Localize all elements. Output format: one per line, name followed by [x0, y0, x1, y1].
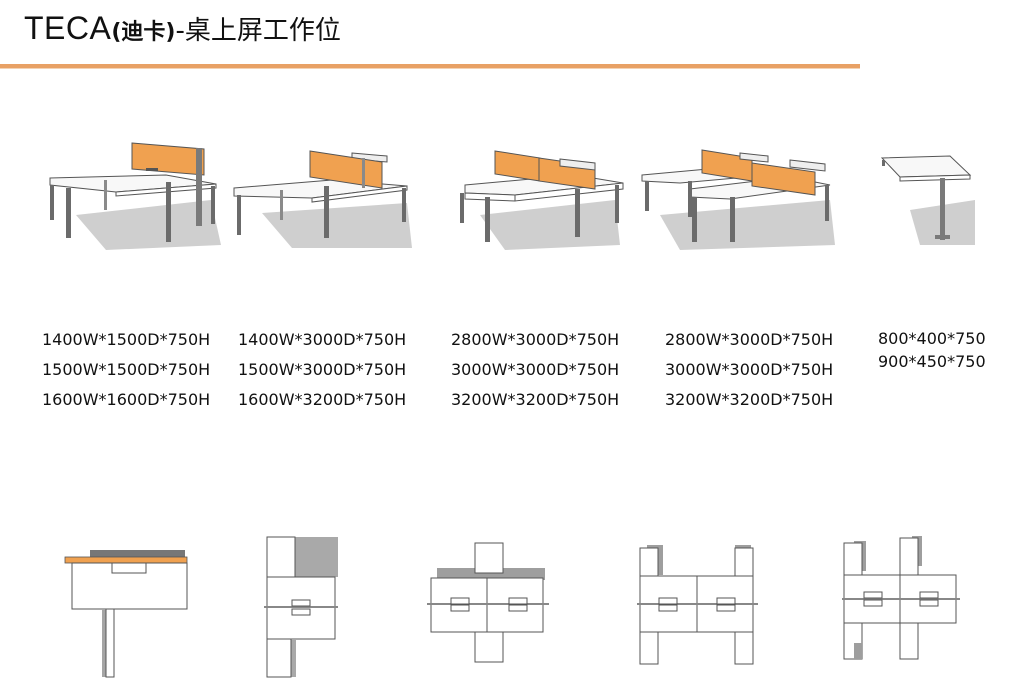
plan-view-4 [637, 545, 758, 665]
size-option: 1400W*3000D*750H [238, 330, 407, 349]
plan-view-2 [264, 536, 338, 678]
size-list-1: 1400W*1500D*750H 1500W*1500D*750H 1600W*… [42, 325, 210, 415]
size-option: 3000W*3000D*750H [451, 360, 620, 379]
size-option: 3200W*3200D*750H [451, 390, 620, 409]
size-option: 2800W*3000D*750H [665, 330, 834, 349]
plan-view-1 [64, 550, 188, 678]
size-option: 1500W*1500D*750H [42, 360, 211, 379]
size-list-3: 2800W*3000D*750H 3000W*3000D*750H 3200W*… [451, 325, 619, 415]
desk-render-l-double [233, 150, 412, 248]
size-option: 900*450*750 [878, 352, 986, 371]
size-option: 3000W*3000D*750H [665, 360, 834, 379]
title-divider [0, 64, 860, 68]
size-option: 3200W*3200D*750H [665, 390, 834, 409]
side-table-render [880, 155, 975, 245]
size-option: 1400W*1500D*750H [42, 330, 211, 349]
desk-render-cluster-staggered [641, 149, 835, 250]
size-list-5: 800*400*750 900*450*750 [878, 327, 986, 373]
desk-render-l-single [49, 142, 221, 250]
plan-view-5 [842, 536, 960, 660]
size-option: 1600W*1600D*750H [42, 390, 211, 409]
size-option: 800*400*750 [878, 329, 986, 348]
size-option: 1500W*3000D*750H [238, 360, 407, 379]
title-product-type: -桌上屏工作位 [175, 16, 341, 46]
size-option: 1600W*3200D*750H [238, 390, 407, 409]
size-list-4: 2800W*3000D*750H 3000W*3000D*750H 3200W*… [665, 325, 833, 415]
title-divider-shadow [0, 68, 860, 69]
title-chinese-brand: (迪卡) [111, 20, 176, 45]
desk-render-cluster-four [460, 150, 624, 250]
title-brand: TECA [24, 10, 112, 46]
plan-view-3 [427, 542, 549, 663]
size-list-2: 1400W*3000D*750H 1500W*3000D*750H 1600W*… [238, 325, 406, 415]
size-option: 2800W*3000D*750H [451, 330, 620, 349]
page-title: TECA (迪卡) -桌上屏工作位 [24, 10, 341, 54]
